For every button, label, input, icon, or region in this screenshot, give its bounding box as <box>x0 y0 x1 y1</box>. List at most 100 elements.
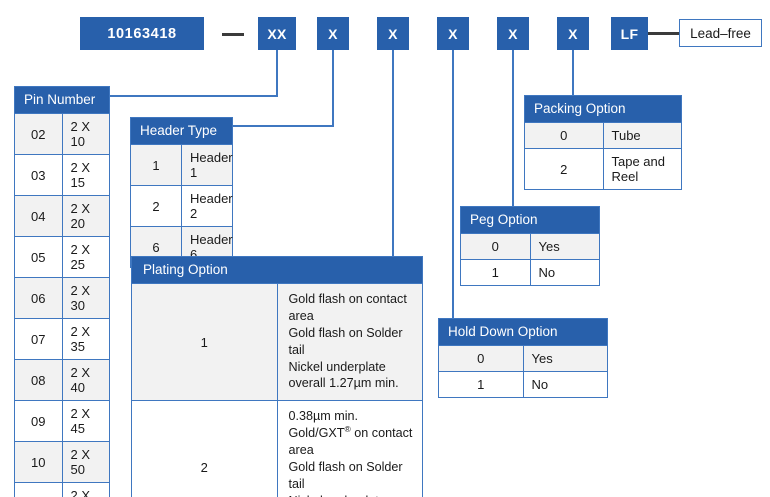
plating-option-table: Plating Option 1 Gold flash on contact a… <box>131 256 423 497</box>
hold-down-option-desc: Yes <box>522 345 608 372</box>
packing-option-code: 2 <box>524 148 604 190</box>
pin-number-code: 04 <box>14 195 63 237</box>
table-row: 04 2 X 20 <box>14 195 110 237</box>
header-type-desc: Header 1 <box>181 144 233 186</box>
peg-option-code: 0 <box>460 233 531 260</box>
base-part-number-label: 10163418 <box>107 25 177 42</box>
segment-label-peg-option: X <box>508 25 518 42</box>
pin-number-code: 05 <box>14 236 63 278</box>
table-row: 03 2 X 15 <box>14 154 110 196</box>
pin-number-header-row: Pin Number <box>14 86 110 114</box>
table-row: OA 2 X 55 <box>14 482 110 497</box>
connector-pin-number-horizontal <box>110 95 278 97</box>
hold-down-option-header-row: Hold Down Option <box>438 318 608 346</box>
plating-option-line: Nickel underplate overall 1.27µm min. <box>289 493 414 497</box>
base-part-number-box: 10163418 <box>80 17 204 50</box>
hold-down-option-table-wrapper: Hold Down Option 0 Yes 1 No <box>438 318 608 398</box>
header-type-table-title: Header Type <box>130 117 233 145</box>
packing-option-code: 0 <box>524 122 604 149</box>
segment-box-header-type: X <box>317 17 349 50</box>
hold-down-option-code: 1 <box>438 371 524 398</box>
table-row: 2 0.38µm min. Gold/GXT® on contact area … <box>131 400 423 497</box>
header-type-code: 1 <box>130 144 182 186</box>
pin-number-desc: 2 X 10 <box>61 113 110 155</box>
plating-option-header-row: Plating Option <box>131 256 423 284</box>
lead-free-callout-box: Lead–free <box>679 19 762 47</box>
lead-free-callout-label: Lead–free <box>690 25 751 41</box>
segment-box-hold-down-option: X <box>437 17 469 50</box>
header-type-code: 2 <box>130 185 182 227</box>
part-number-separator-dash <box>222 33 244 36</box>
segment-box-pin-number: XX <box>258 17 296 50</box>
hold-down-option-desc: No <box>522 371 608 398</box>
table-row: 1 Gold flash on contact area Gold flash … <box>131 282 423 402</box>
segment-box-packing-option: X <box>557 17 589 50</box>
header-type-header-row: Header Type <box>130 117 233 145</box>
pin-number-desc: 2 X 20 <box>61 195 110 237</box>
packing-option-desc: Tube <box>602 122 682 149</box>
segment-box-lead-free: LF <box>611 17 648 50</box>
pin-number-desc: 2 X 35 <box>61 318 110 360</box>
table-row: 08 2 X 40 <box>14 359 110 401</box>
packing-option-header-row: Packing Option <box>524 95 682 123</box>
pin-number-code: 03 <box>14 154 63 196</box>
segment-label-hold-down-option: X <box>448 25 458 42</box>
plating-option-table-title: Plating Option <box>131 256 423 284</box>
hold-down-option-code: 0 <box>438 345 524 372</box>
plating-option-desc: Gold flash on contact area Gold flash on… <box>276 282 423 402</box>
pin-number-code: 06 <box>14 277 63 319</box>
plating-option-line: 0.38µm min. Gold/GXT® on contact area <box>288 409 413 457</box>
table-row: 07 2 X 35 <box>14 318 110 360</box>
pin-number-desc: 2 X 30 <box>61 277 110 319</box>
connector-peg-option-vertical <box>512 50 514 206</box>
pin-number-table-wrapper: Pin Number 02 2 X 10 03 2 X 15 04 2 X 20… <box>14 86 110 497</box>
segment-label-pin-number: XX <box>267 25 287 42</box>
plating-option-line: Gold flash on Solder tail <box>288 325 403 357</box>
pin-number-table-title: Pin Number <box>14 86 110 114</box>
header-type-desc: Header 2 <box>181 185 233 227</box>
segment-label-lead-free: LF <box>620 25 639 42</box>
table-row: 1 Header 1 <box>130 144 233 186</box>
packing-option-desc: Tape and Reel <box>602 148 682 190</box>
connector-hold-down-option-vertical <box>452 50 454 318</box>
segment-box-plating-option: X <box>377 17 409 50</box>
header-type-table-wrapper: Header Type 1 Header 1 2 Header 2 6 Head… <box>130 117 233 268</box>
packing-option-table-title: Packing Option <box>524 95 682 123</box>
table-row: 10 2 X 50 <box>14 441 110 483</box>
connector-packing-option-vertical <box>572 50 574 95</box>
connector-header-type-horizontal <box>232 125 334 127</box>
peg-option-table-wrapper: Peg Option 0 Yes 1 No <box>460 206 600 286</box>
connector-plating-option-vertical <box>392 50 394 256</box>
hold-down-option-table: Hold Down Option 0 Yes 1 No <box>438 318 608 398</box>
peg-option-table-title: Peg Option <box>460 206 600 234</box>
packing-option-table: Packing Option 0 Tube 2 Tape and Reel <box>524 95 682 190</box>
table-row: 02 2 X 10 <box>14 113 110 155</box>
header-type-table: Header Type 1 Header 1 2 Header 2 6 Head… <box>130 117 233 268</box>
pin-number-desc: 2 X 40 <box>61 359 110 401</box>
peg-option-desc: Yes <box>529 233 600 260</box>
packing-option-table-wrapper: Packing Option 0 Tube 2 Tape and Reel <box>524 95 682 190</box>
peg-option-table: Peg Option 0 Yes 1 No <box>460 206 600 286</box>
pin-number-code: 09 <box>14 400 63 442</box>
table-row: 06 2 X 30 <box>14 277 110 319</box>
pin-number-code: OA <box>14 482 63 497</box>
peg-option-header-row: Peg Option <box>460 206 600 234</box>
table-row: 0 Yes <box>438 345 608 372</box>
pin-number-desc: 2 X 15 <box>61 154 110 196</box>
peg-option-code: 1 <box>460 259 531 286</box>
plating-option-code: 1 <box>131 282 278 402</box>
segment-label-plating-option: X <box>388 25 398 42</box>
pin-number-code: 02 <box>14 113 63 155</box>
pin-number-desc: 2 X 25 <box>61 236 110 278</box>
plating-option-line: Nickel underplate overall 1.27µm min. <box>288 359 399 391</box>
connector-pin-number-vertical <box>276 50 278 96</box>
segment-box-peg-option: X <box>497 17 529 50</box>
pin-number-table: Pin Number 02 2 X 10 03 2 X 15 04 2 X 20… <box>14 86 110 497</box>
peg-option-desc: No <box>529 259 600 286</box>
table-row: 09 2 X 45 <box>14 400 110 442</box>
plating-option-line: Gold flash on contact area <box>288 292 407 323</box>
pin-number-code: 10 <box>14 441 63 483</box>
pin-number-desc: 2 X 45 <box>61 400 110 442</box>
hold-down-option-table-title: Hold Down Option <box>438 318 608 346</box>
table-row: 0 Yes <box>460 233 600 260</box>
